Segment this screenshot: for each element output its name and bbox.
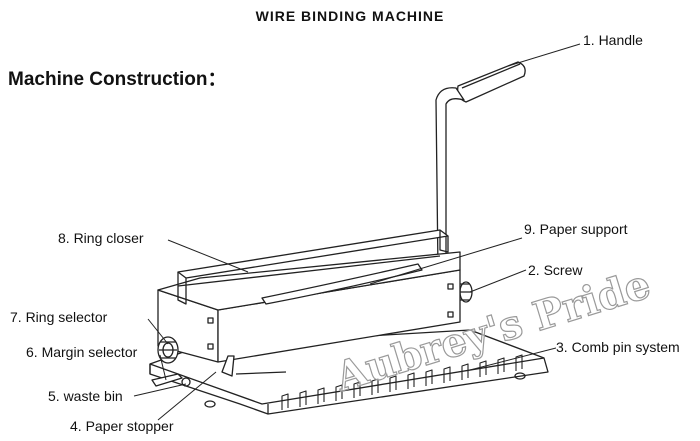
label-ring-closer: 8. Ring closer [58,230,144,246]
margin-selector [151,373,191,387]
feet [204,372,526,408]
leader-lines [133,43,581,421]
label-paper-support: 9. Paper support [524,221,628,237]
paper-stopper [221,355,287,377]
diagram-title: WIRE BINDING MACHINE [255,8,445,24]
label-screw: 2. Screw [528,262,583,278]
housing [157,251,461,363]
section-heading: Machine Construction： [8,69,227,90]
label-handle: 1. Handle [583,32,643,48]
comb-slots [281,354,523,410]
paper-support-wire [261,263,423,305]
ring-selector-knob [157,336,179,364]
ring-closer-bar [177,229,449,305]
label-waste-bin: 5. waste bin [48,388,123,404]
label-ring-selector: 7. Ring selector [10,309,108,325]
handle-grip [457,61,526,103]
label-margin-selector: 6. Margin selector [26,344,138,360]
label-comb-pin-system: 3. Comb pin system [556,339,680,355]
label-paper-stopper: 4. Paper stopper [70,418,174,434]
